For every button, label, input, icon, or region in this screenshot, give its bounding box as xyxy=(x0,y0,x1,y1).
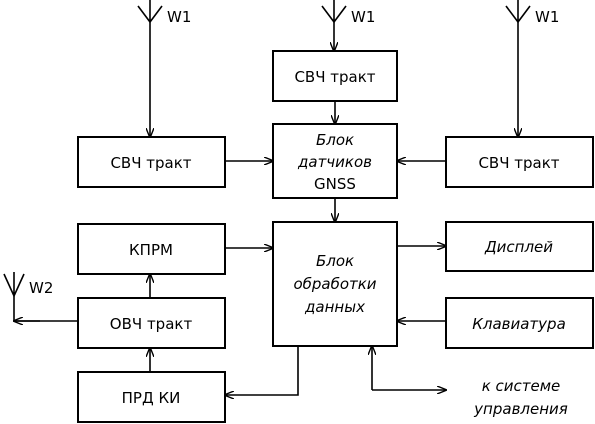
ovch-block: ОВЧ тракт xyxy=(77,297,226,349)
gnss-block-line-2: датчиков xyxy=(297,153,372,171)
svch-right-label: СВЧ тракт xyxy=(478,154,559,172)
processing-block: Блок обработки данных xyxy=(272,221,398,347)
prd-ki-label: ПРД КИ xyxy=(122,389,181,407)
control-system-line-2: управления xyxy=(473,400,568,418)
svch-top-label: СВЧ тракт xyxy=(294,68,375,86)
antenna-w1-left-label: W1 xyxy=(167,8,191,26)
antenna-w2-label: W2 xyxy=(29,279,53,297)
gnss-block-line-3: GNSS xyxy=(314,175,356,193)
svch-block-right: СВЧ тракт xyxy=(445,136,594,188)
antenna-w2: W2 xyxy=(3,272,53,298)
arrow-processing-to-prd-ki xyxy=(225,346,299,395)
svch-block-left: СВЧ тракт xyxy=(77,136,226,188)
prd-ki-block: ПРД КИ xyxy=(77,371,226,423)
antenna-w1-right-label: W1 xyxy=(535,8,559,26)
svch-left-label: СВЧ тракт xyxy=(110,154,191,172)
processing-line-2: обработки xyxy=(293,275,376,293)
keyboard-block: Клавиатура xyxy=(445,297,594,349)
antenna-w1-left: W1 xyxy=(137,0,191,26)
gnss-block-line-1: Блок xyxy=(316,131,354,149)
processing-line-3: данных xyxy=(304,298,365,316)
keyboard-label: Клавиатура xyxy=(472,315,566,333)
display-label: Дисплей xyxy=(484,238,553,256)
antenna-w1-center: W1 xyxy=(321,0,375,26)
display-block: Дисплей xyxy=(445,221,594,272)
kprm-label: КПРМ xyxy=(129,241,173,259)
ovch-label: ОВЧ тракт xyxy=(110,315,193,333)
svch-block-top: СВЧ тракт xyxy=(272,50,398,102)
control-system-line-1: к системе xyxy=(482,377,561,395)
processing-line-1: Блок xyxy=(316,252,354,270)
gnss-sensor-block: Блок датчиков GNSS xyxy=(272,123,398,199)
kprm-block: КПРМ xyxy=(77,223,226,275)
antenna-w1-center-label: W1 xyxy=(351,8,375,26)
antenna-w1-right: W1 xyxy=(505,0,559,26)
arrow-ovch-to-w2 xyxy=(13,296,78,322)
